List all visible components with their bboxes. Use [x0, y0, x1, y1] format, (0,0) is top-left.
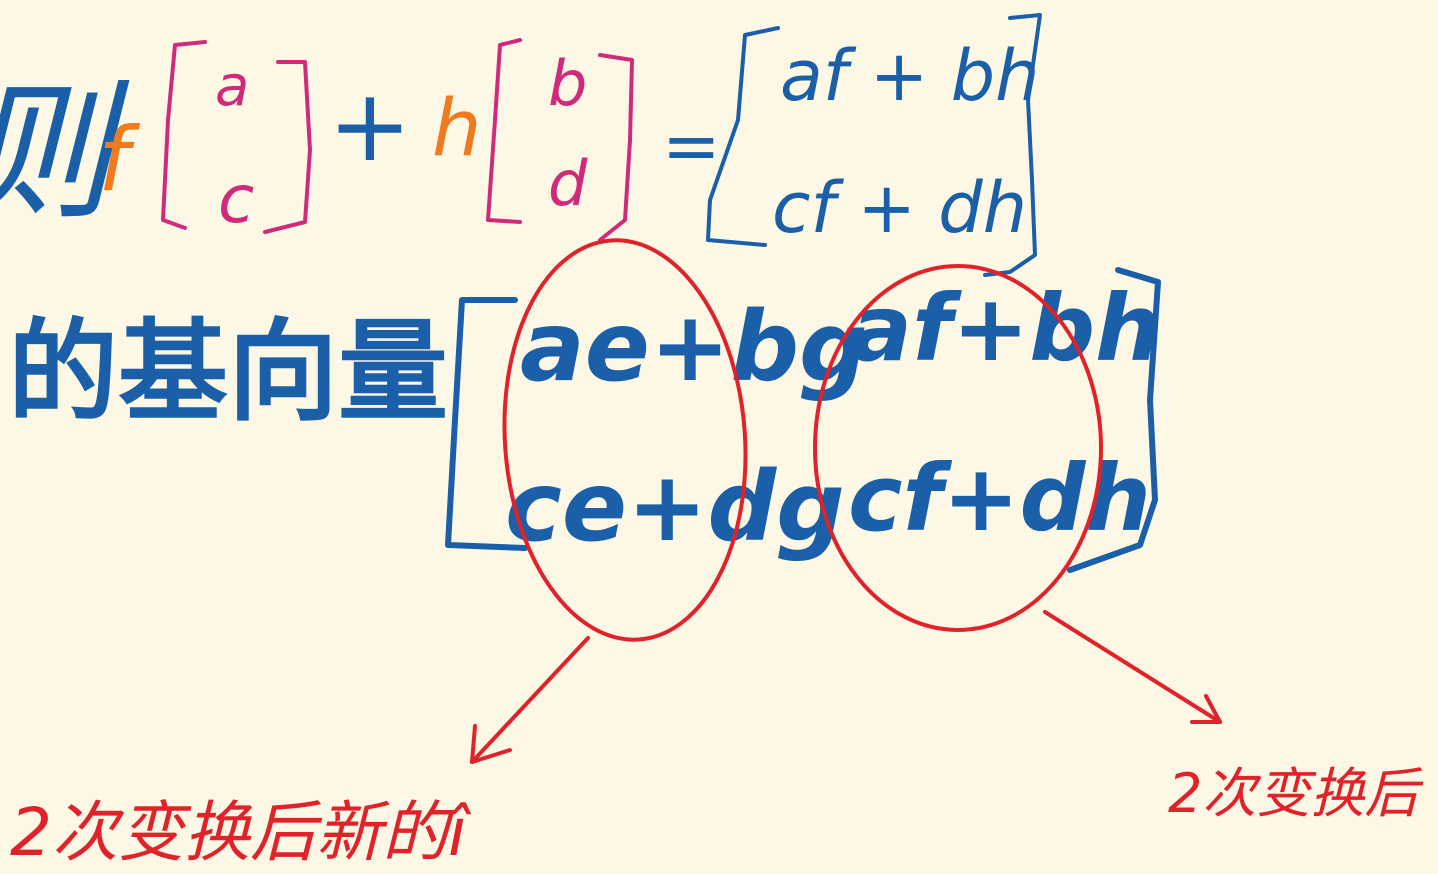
annotation-right: 2次变换后: [1168, 762, 1424, 825]
row1-prefix: 则: [0, 67, 130, 241]
vec2-bottom: d: [548, 147, 588, 220]
scalar-f: f: [98, 108, 141, 211]
vec1-right-bracket: [263, 60, 312, 234]
col1-bottom: ce+dg: [505, 451, 845, 563]
col1-top: ae+bg: [520, 291, 868, 403]
result-bottom: cf + dh: [772, 167, 1027, 249]
vec1-left-bracket: [161, 40, 207, 230]
result-right-bracket: [983, 13, 1042, 277]
result-top: af + bh: [780, 35, 1040, 117]
vec2-top: b: [548, 47, 587, 120]
vec2-right-bracket: [598, 53, 634, 242]
circle-column-2: [813, 264, 1103, 632]
arrow-right-line: [1043, 610, 1222, 724]
vec1-bottom: c: [218, 161, 254, 238]
scalar-h: h: [432, 84, 481, 174]
annotation-left: 2次变换后新的î: [10, 794, 472, 871]
arrow-left-head: [470, 724, 512, 764]
result-left-bracket: [706, 26, 780, 247]
vec2-left-bracket: [486, 38, 522, 224]
matrix-left-bracket: [445, 297, 528, 551]
basis-label: 的基向量: [8, 308, 448, 436]
row1-equals: =: [662, 105, 721, 187]
arrow-right-head: [1190, 694, 1222, 724]
matrix-right-bracket: [1067, 267, 1161, 573]
col2-bottom: cf+dh: [848, 445, 1151, 552]
col2-top: af+bh: [850, 275, 1161, 382]
vec1-top: a: [215, 54, 249, 119]
circle-column-1: [502, 238, 748, 642]
row1-plus: +: [328, 67, 412, 184]
arrow-left-line: [470, 636, 590, 764]
